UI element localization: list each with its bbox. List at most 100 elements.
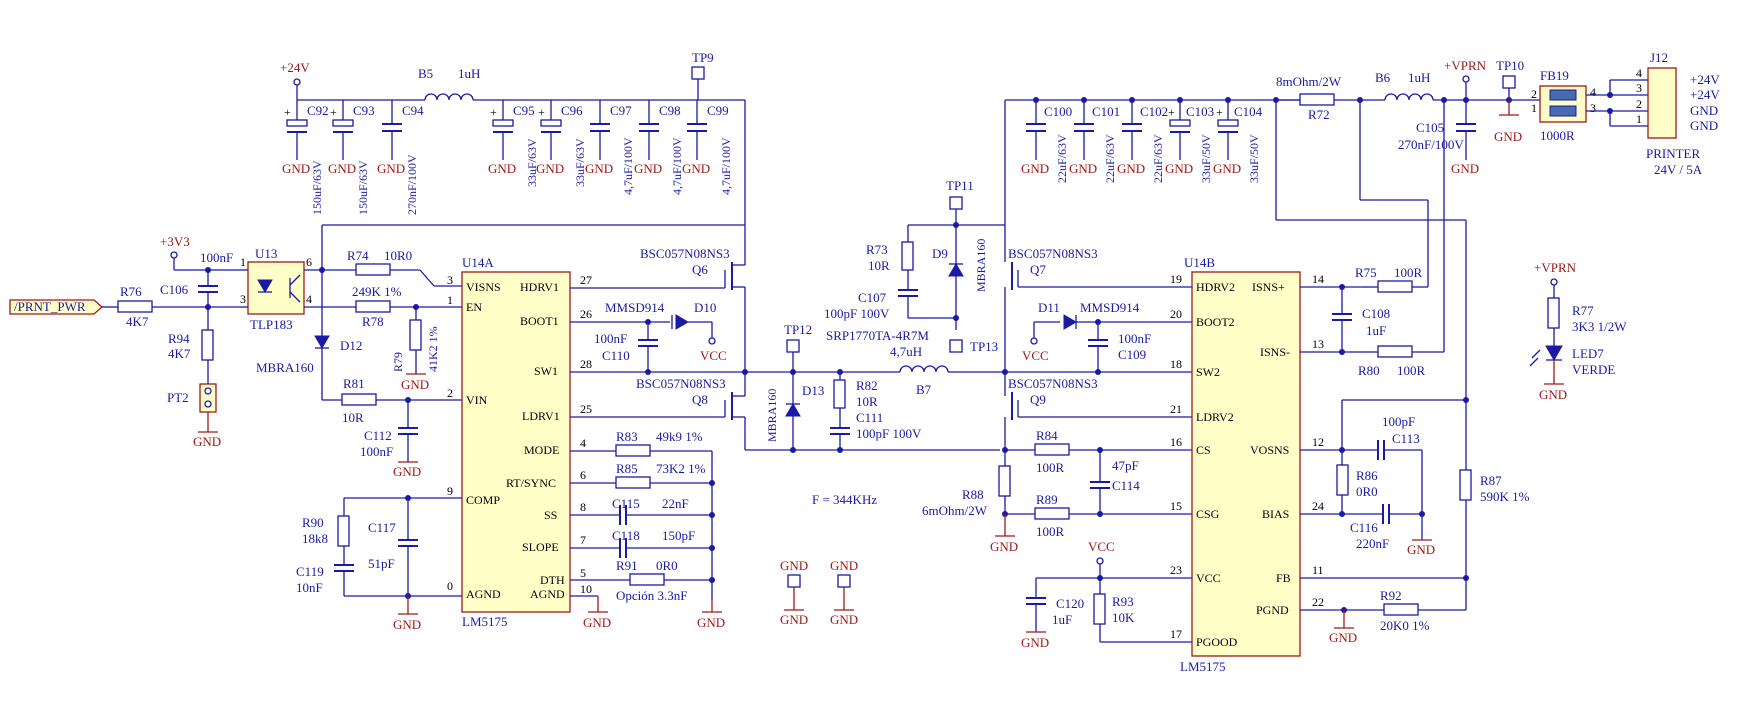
svg-text:R79: R79 xyxy=(391,352,405,372)
b5-inductor-symbol xyxy=(424,93,474,101)
svg-text:FB: FB xyxy=(1276,571,1291,585)
svg-text:+VPRN: +VPRN xyxy=(1534,260,1577,275)
c92-ref: C92 xyxy=(307,103,329,118)
svg-text:GND: GND xyxy=(282,161,310,176)
svg-text:R81: R81 xyxy=(343,376,365,391)
svg-text:25: 25 xyxy=(580,402,592,416)
svg-text:R94: R94 xyxy=(168,331,190,346)
svg-text:SRP1770TA-4R7M: SRP1770TA-4R7M xyxy=(826,328,929,343)
svg-text:R78: R78 xyxy=(362,314,384,329)
svg-text:CSG: CSG xyxy=(1196,507,1220,521)
cap-c95: + C95 33uF/63V GND xyxy=(488,100,539,187)
svg-text:10: 10 xyxy=(580,582,592,596)
svg-text:Q6: Q6 xyxy=(692,262,708,277)
output-sense-network: C108 1uF R75 100R R80 100R 100pF C113 R8… xyxy=(1275,100,1530,645)
u13-optocoupler xyxy=(247,261,305,315)
svg-text:10K: 10K xyxy=(1112,610,1135,625)
svg-text:EN: EN xyxy=(466,300,482,314)
svg-text:R86: R86 xyxy=(1356,468,1378,483)
svg-text:19: 19 xyxy=(1170,272,1182,286)
svg-text:GND: GND xyxy=(536,161,564,176)
svg-text:5: 5 xyxy=(580,566,586,580)
svg-text:D10: D10 xyxy=(694,300,716,315)
svg-text:LM5175: LM5175 xyxy=(462,614,508,629)
svg-text:GND: GND xyxy=(1069,161,1097,176)
svg-text:26: 26 xyxy=(580,307,592,321)
svg-text:C114: C114 xyxy=(1112,478,1140,493)
svg-text:C120: C120 xyxy=(1056,596,1084,611)
svg-text:100nF: 100nF xyxy=(200,250,233,265)
svg-text:GND: GND xyxy=(780,558,808,573)
svg-text:24: 24 xyxy=(1312,499,1324,513)
d9-diode xyxy=(948,263,964,277)
svg-text:2: 2 xyxy=(1531,87,1537,101)
svg-text:GND: GND xyxy=(1213,161,1241,176)
svg-text:C111: C111 xyxy=(856,410,883,425)
svg-text:51pF: 51pF xyxy=(368,556,395,571)
d12-diode xyxy=(314,335,330,349)
svg-text:U14B: U14B xyxy=(1184,255,1215,270)
svg-text:R72: R72 xyxy=(1308,107,1330,122)
svg-text:17: 17 xyxy=(1170,627,1182,641)
svg-text:U13: U13 xyxy=(255,246,277,261)
svg-text:4: 4 xyxy=(306,292,312,306)
cap-c99: C99 4,7uF/100V GND xyxy=(682,100,733,195)
svg-text:100R: 100R xyxy=(1036,524,1065,539)
svg-text:73K2 1%: 73K2 1% xyxy=(656,461,706,476)
compensation-network: R90 18k8 C119 10nF C117 51pF GND R83 49k… xyxy=(296,429,725,632)
input-filter: +24V B5 1uH + C92 150uF/63V GND + C93 15… xyxy=(280,50,746,225)
svg-text:VERDE: VERDE xyxy=(1572,362,1615,377)
svg-text:C117: C117 xyxy=(368,520,396,535)
tp9-label: TP9 xyxy=(692,50,714,65)
svg-text:12: 12 xyxy=(1312,435,1324,449)
svg-text:R85: R85 xyxy=(616,461,638,476)
svg-text:249K 1%: 249K 1% xyxy=(352,284,402,299)
c99-value: 4,7uF/100V xyxy=(719,137,733,195)
svg-text:TP10: TP10 xyxy=(1496,58,1524,73)
svg-text:24V / 5A: 24V / 5A xyxy=(1654,162,1703,177)
svg-text:C105: C105 xyxy=(1416,120,1444,135)
svg-text:GND: GND xyxy=(1690,103,1718,118)
svg-text:C103: C103 xyxy=(1186,104,1214,119)
svg-text:GND: GND xyxy=(1021,161,1049,176)
svg-text:100nF: 100nF xyxy=(1118,331,1151,346)
svg-text:VCC: VCC xyxy=(1022,348,1049,363)
svg-text:TLP183: TLP183 xyxy=(250,317,293,332)
gnd-test-points: GND GND GND GND xyxy=(780,558,858,627)
r76-body xyxy=(117,300,153,313)
svg-text:21: 21 xyxy=(1170,402,1182,416)
svg-text:Q8: Q8 xyxy=(692,392,708,407)
svg-text:C102: C102 xyxy=(1140,104,1168,119)
svg-text:J12: J12 xyxy=(1650,50,1668,65)
svg-text:AGND: AGND xyxy=(466,587,501,601)
svg-text:+: + xyxy=(284,105,291,119)
svg-text:F = 344KHz: F = 344KHz xyxy=(812,492,877,507)
led-indicator: +VPRN R77 3K3 1/2W LED7 VERDE GND xyxy=(1529,260,1627,402)
c95-value: 33uF/63V xyxy=(525,138,539,187)
cap-c100: C100 22uF/63V GND xyxy=(1021,97,1072,183)
svg-text:22: 22 xyxy=(1312,595,1324,609)
svg-text:LDRV2: LDRV2 xyxy=(1196,410,1234,424)
svg-text:PGND: PGND xyxy=(1256,603,1289,617)
svg-text:C109: C109 xyxy=(1118,347,1146,362)
svg-text:20K0 1%: 20K0 1% xyxy=(1380,618,1430,633)
cap-c96: + C96 33uF/63V GND xyxy=(536,100,587,187)
cap-c101: C101 22uF/63V GND xyxy=(1069,97,1120,183)
svg-text:1: 1 xyxy=(1531,101,1537,115)
cap-c102: C102 22uF/63V GND xyxy=(1117,97,1168,183)
svg-text:R73: R73 xyxy=(866,242,888,257)
svg-text:150pF: 150pF xyxy=(662,528,695,543)
c96-ref: C96 xyxy=(561,103,583,118)
svg-text:TP11: TP11 xyxy=(946,178,974,193)
svg-text:R87: R87 xyxy=(1480,473,1502,488)
svg-text:MMSD914: MMSD914 xyxy=(1080,300,1140,315)
svg-text:R75: R75 xyxy=(1355,265,1377,280)
svg-text:MMSD914: MMSD914 xyxy=(605,300,665,315)
cap-c92: + C92 150uF/63V GND xyxy=(282,100,329,215)
svg-text:C119: C119 xyxy=(296,564,324,579)
svg-text:GND: GND xyxy=(830,558,858,573)
svg-text:GND: GND xyxy=(697,615,725,630)
cap-c93: + C93 150uF/63V GND xyxy=(328,100,375,215)
svg-text:+: + xyxy=(1216,105,1223,119)
svg-text:14: 14 xyxy=(1312,272,1324,286)
